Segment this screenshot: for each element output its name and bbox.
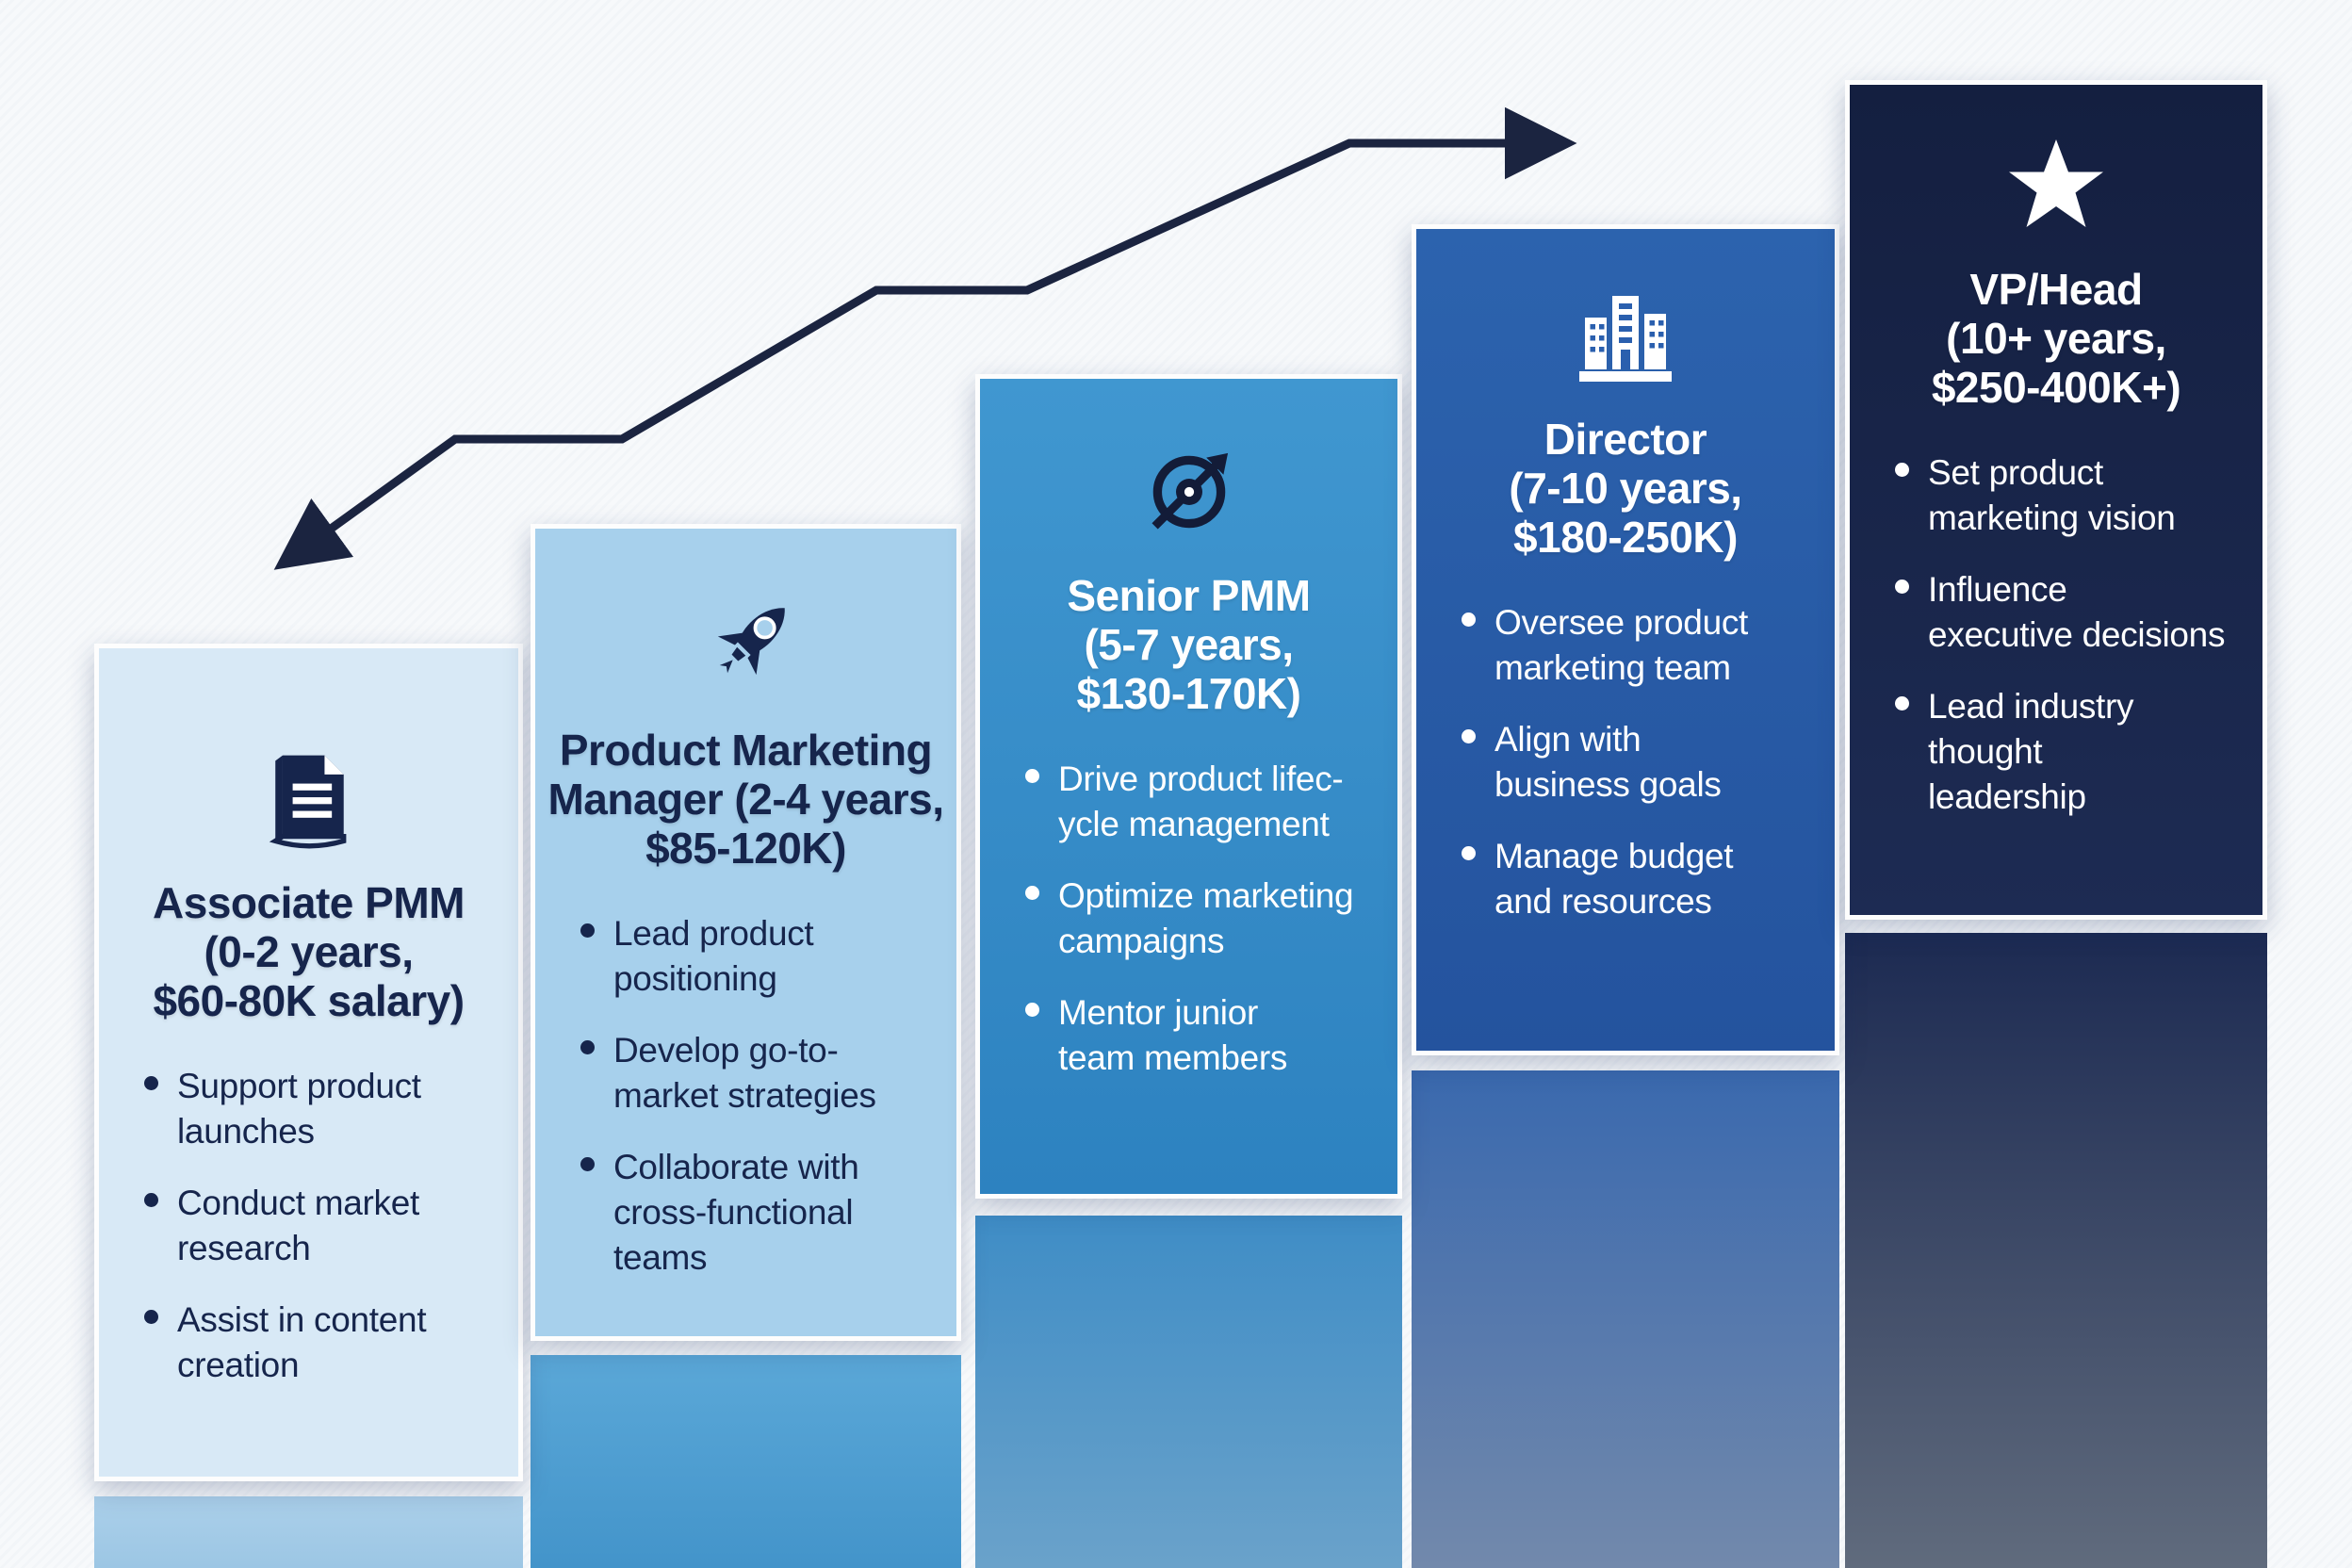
- bullet-dot: [1025, 768, 1039, 783]
- bullet-item: Align with business goals: [1462, 717, 1808, 808]
- card-vp-head: VP/Head (10+ years, $250-400K+) Set prod…: [1845, 80, 2267, 920]
- bullet-list: Support product launches Conduct market …: [99, 1064, 518, 1415]
- card-associate-pmm: Associate PMM (0-2 years, $60-80K salary…: [94, 644, 523, 1481]
- card-reflection-vp-head: [1845, 933, 2267, 1568]
- office-building-icon: [1569, 274, 1682, 397]
- bullet-dot: [580, 1040, 595, 1055]
- card-title: Product Marketing Manager (2-4 years, $8…: [547, 726, 944, 873]
- bullet-text: Align with business goals: [1494, 720, 1722, 805]
- bullet-dot: [1025, 886, 1039, 901]
- document-icon: [254, 738, 364, 860]
- bullet-dot: [1462, 612, 1476, 627]
- bullet-item: Drive product lifec- ycle management: [1025, 757, 1371, 847]
- card-reflection-senior-pmm: [975, 1216, 1402, 1568]
- bullet-dot: [580, 1157, 595, 1172]
- bullet-text: Support product launches: [177, 1066, 421, 1151]
- bullet-item: Conduct market research: [144, 1181, 492, 1271]
- bullet-text: Drive product lifec- ycle management: [1058, 759, 1344, 843]
- bullet-text: Set product marketing vision: [1928, 452, 2176, 537]
- bullet-text: Manage budget and resources: [1494, 837, 1734, 922]
- bullet-item: Lead product positioning: [580, 911, 930, 1002]
- bullet-dot: [1462, 729, 1476, 744]
- card-reflection-associate-pmm: [94, 1496, 523, 1568]
- bullet-item: Mentor junior team members: [1025, 990, 1371, 1081]
- bullet-text: Lead product positioning: [613, 913, 814, 998]
- bullet-text: Optimize marketing campaigns: [1058, 876, 1354, 961]
- card-director: Director (7-10 years, $180-250K) Oversee…: [1412, 224, 1839, 1055]
- bullet-text: Collaborate with cross-functional teams: [613, 1148, 859, 1278]
- bullet-dot: [1895, 696, 1909, 711]
- bullet-list: Set product marketing vision Influence e…: [1850, 450, 2262, 847]
- bullet-text: Develop go-to- market strategies: [613, 1031, 876, 1116]
- bullet-text: Assist in content creation: [177, 1300, 427, 1385]
- bullet-item: Set product marketing vision: [1895, 450, 2236, 541]
- bullet-list: Drive product lifec- ycle management Opt…: [980, 757, 1397, 1108]
- bullet-dot: [580, 923, 595, 938]
- card-reflection-director: [1412, 1070, 1839, 1568]
- bullet-dot: [1895, 580, 1909, 595]
- bullet-list: Lead product positioning Develop go-to- …: [535, 911, 956, 1308]
- bullet-item: Collaborate with cross-functional teams: [580, 1145, 930, 1281]
- bullet-dot: [144, 1310, 158, 1325]
- bullet-item: Manage budget and resources: [1462, 834, 1808, 924]
- bullet-text: Influence executive decisions: [1928, 570, 2226, 655]
- bullet-text: Mentor junior team members: [1058, 993, 1288, 1078]
- card-senior-pmm: Senior PMM (5-7 years, $130-170K) Drive …: [975, 374, 1402, 1199]
- bullet-item: Assist in content creation: [144, 1298, 492, 1388]
- bullet-text: Lead industry thought leadership: [1928, 687, 2134, 817]
- bullet-dot: [1025, 1003, 1039, 1018]
- rocket-icon: [686, 585, 807, 708]
- bullet-dot: [144, 1193, 158, 1208]
- bullet-item: Develop go-to- market strategies: [580, 1028, 930, 1119]
- bullet-item: Optimize marketing campaigns: [1025, 874, 1371, 964]
- card-title: Associate PMM (0-2 years, $60-80K salary…: [153, 878, 465, 1025]
- bullet-item: Influence executive decisions: [1895, 567, 2236, 658]
- bullet-text: Conduct market research: [177, 1184, 419, 1268]
- bullet-text: Oversee product marketing team: [1494, 602, 1749, 687]
- card-product-marketing-manager: Product Marketing Manager (2-4 years, $8…: [531, 524, 961, 1341]
- bullet-item: Oversee product marketing team: [1462, 600, 1808, 691]
- bullet-list: Oversee product marketing team Align wit…: [1416, 600, 1835, 952]
- bullet-dot: [1895, 462, 1909, 477]
- bullet-item: Support product launches: [144, 1064, 492, 1154]
- star-icon: [2000, 124, 2113, 247]
- compass-arrow-icon: [1136, 431, 1242, 553]
- bullet-item: Lead industry thought leadership: [1895, 684, 2236, 820]
- card-title: Senior PMM (5-7 years, $130-170K): [1067, 571, 1311, 718]
- bullet-dot: [144, 1075, 158, 1090]
- card-title: VP/Head (10+ years, $250-400K+): [1931, 265, 2181, 412]
- bullet-dot: [1462, 846, 1476, 861]
- card-reflection-product-marketing-manager: [531, 1355, 961, 1568]
- card-title: Director (7-10 years, $180-250K): [1509, 415, 1742, 562]
